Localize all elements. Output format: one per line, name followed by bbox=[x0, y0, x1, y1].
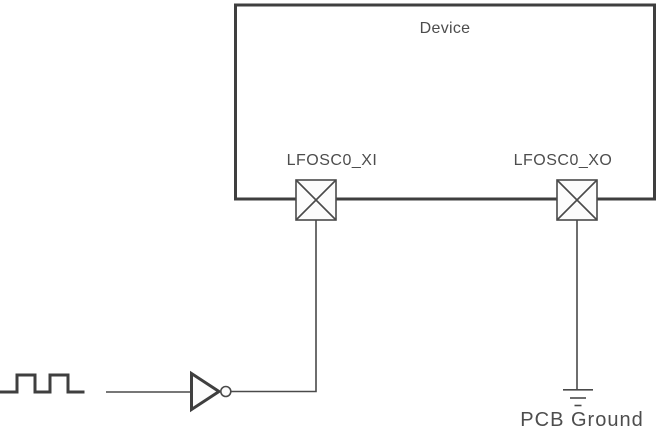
earth-ground-icon bbox=[563, 389, 593, 407]
not-gate-bubble bbox=[220, 385, 232, 398]
crossed-square-pad-icon-xo bbox=[556, 179, 598, 221]
device-box bbox=[234, 3, 656, 201]
inverter-output-wire bbox=[231, 219, 317, 393]
pin-lfosc0-xi-label: LFOSC0_XI bbox=[286, 152, 378, 169]
pin-lfosc0-xo-label: LFOSC0_XO bbox=[513, 152, 613, 169]
pin-xi-cross bbox=[295, 179, 337, 221]
not-gate-icon bbox=[190, 370, 232, 413]
pcb-ground-label: PCB Ground bbox=[520, 409, 644, 431]
device-label: Device bbox=[419, 20, 471, 37]
pin-xo-cross bbox=[556, 179, 598, 221]
crossed-square-pad-icon-xi bbox=[295, 179, 337, 221]
square-wave-icon bbox=[0, 373, 85, 394]
not-gate-triangle bbox=[190, 370, 222, 413]
